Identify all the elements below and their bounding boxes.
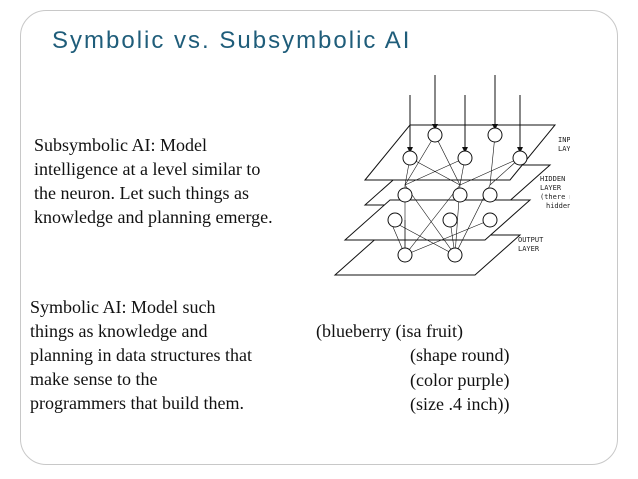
- symbolic-line: things as knowledge and: [30, 321, 208, 341]
- symbolic-line: Symbolic AI: Model such: [30, 297, 216, 317]
- output-nodes: [397, 247, 463, 263]
- input-arrows: [407, 75, 523, 153]
- symbolic-line: make sense to the: [30, 369, 158, 389]
- hidden-layer-label: HIDDEN: [540, 175, 565, 183]
- symbolic-paragraph: Symbolic AI: Model such things as knowle…: [30, 295, 252, 415]
- symbolic-line: planning in data structures that: [30, 345, 252, 365]
- subsymbolic-line: intelligence at a level similar to: [34, 159, 261, 179]
- code-line: (color purple): [410, 370, 510, 390]
- neural-network-diagram: INPUT LAYER HIDDEN LAYER (there may be s…: [333, 75, 570, 276]
- hidden-layer-note: (there may be several: [540, 193, 570, 201]
- input-layer-label: LAYER: [558, 145, 570, 153]
- input-layer-label: INPUT: [558, 136, 570, 144]
- slide-title: Symbolic vs. Subsymbolic AI: [52, 27, 412, 54]
- hidden-nodes: [387, 187, 498, 228]
- code-line: (size .4 inch)): [410, 394, 510, 414]
- output-layer-label: LAYER: [518, 245, 540, 253]
- input-nodes: [402, 127, 528, 166]
- output-layer-plane: [333, 234, 522, 276]
- code-line: (shape round): [410, 345, 510, 365]
- output-layer-label: OUTPUT: [518, 236, 544, 244]
- hidden-layer-label: LAYER: [540, 184, 562, 192]
- slide-frame: [20, 10, 618, 465]
- subsymbolic-line: Subsymbolic AI: Model: [34, 135, 208, 155]
- subsymbolic-line: the neuron. Let such things as: [34, 183, 249, 203]
- hidden-layer-note: hidden layers): [546, 202, 570, 210]
- subsymbolic-paragraph: Subsymbolic AI: Model intelligence at a …: [34, 133, 273, 229]
- subsymbolic-line: knowledge and planning emerge.: [34, 207, 273, 227]
- code-line: (blueberry (isa fruit): [316, 321, 463, 341]
- hidden-layer-plane: [343, 199, 532, 241]
- symbolic-line: programmers that build them.: [30, 393, 244, 413]
